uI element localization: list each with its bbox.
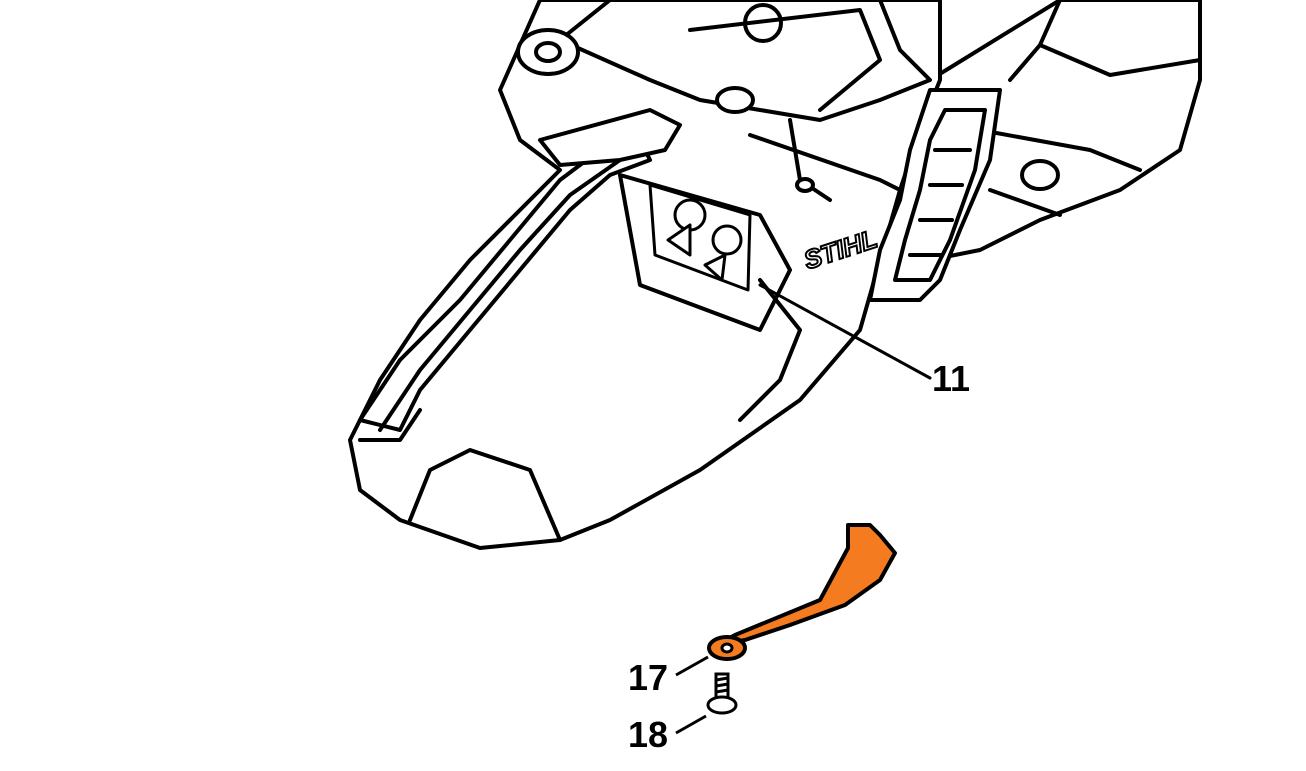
screw-leader-line [675, 714, 707, 735]
callout-guard-plate: 17 [628, 657, 669, 698]
guard-plate-leader-line [675, 655, 709, 677]
screw-part [675, 672, 738, 735]
vent-grille [868, 88, 1002, 302]
rear-handle [928, 0, 1202, 262]
callout-screw: 18 [628, 714, 669, 755]
housing-leader-line [758, 283, 932, 380]
guard-plate-part [675, 523, 897, 677]
warning-label [648, 183, 752, 292]
front-handle [358, 108, 682, 442]
engine-top [516, 0, 932, 202]
callout-housing: 11 [932, 358, 971, 399]
